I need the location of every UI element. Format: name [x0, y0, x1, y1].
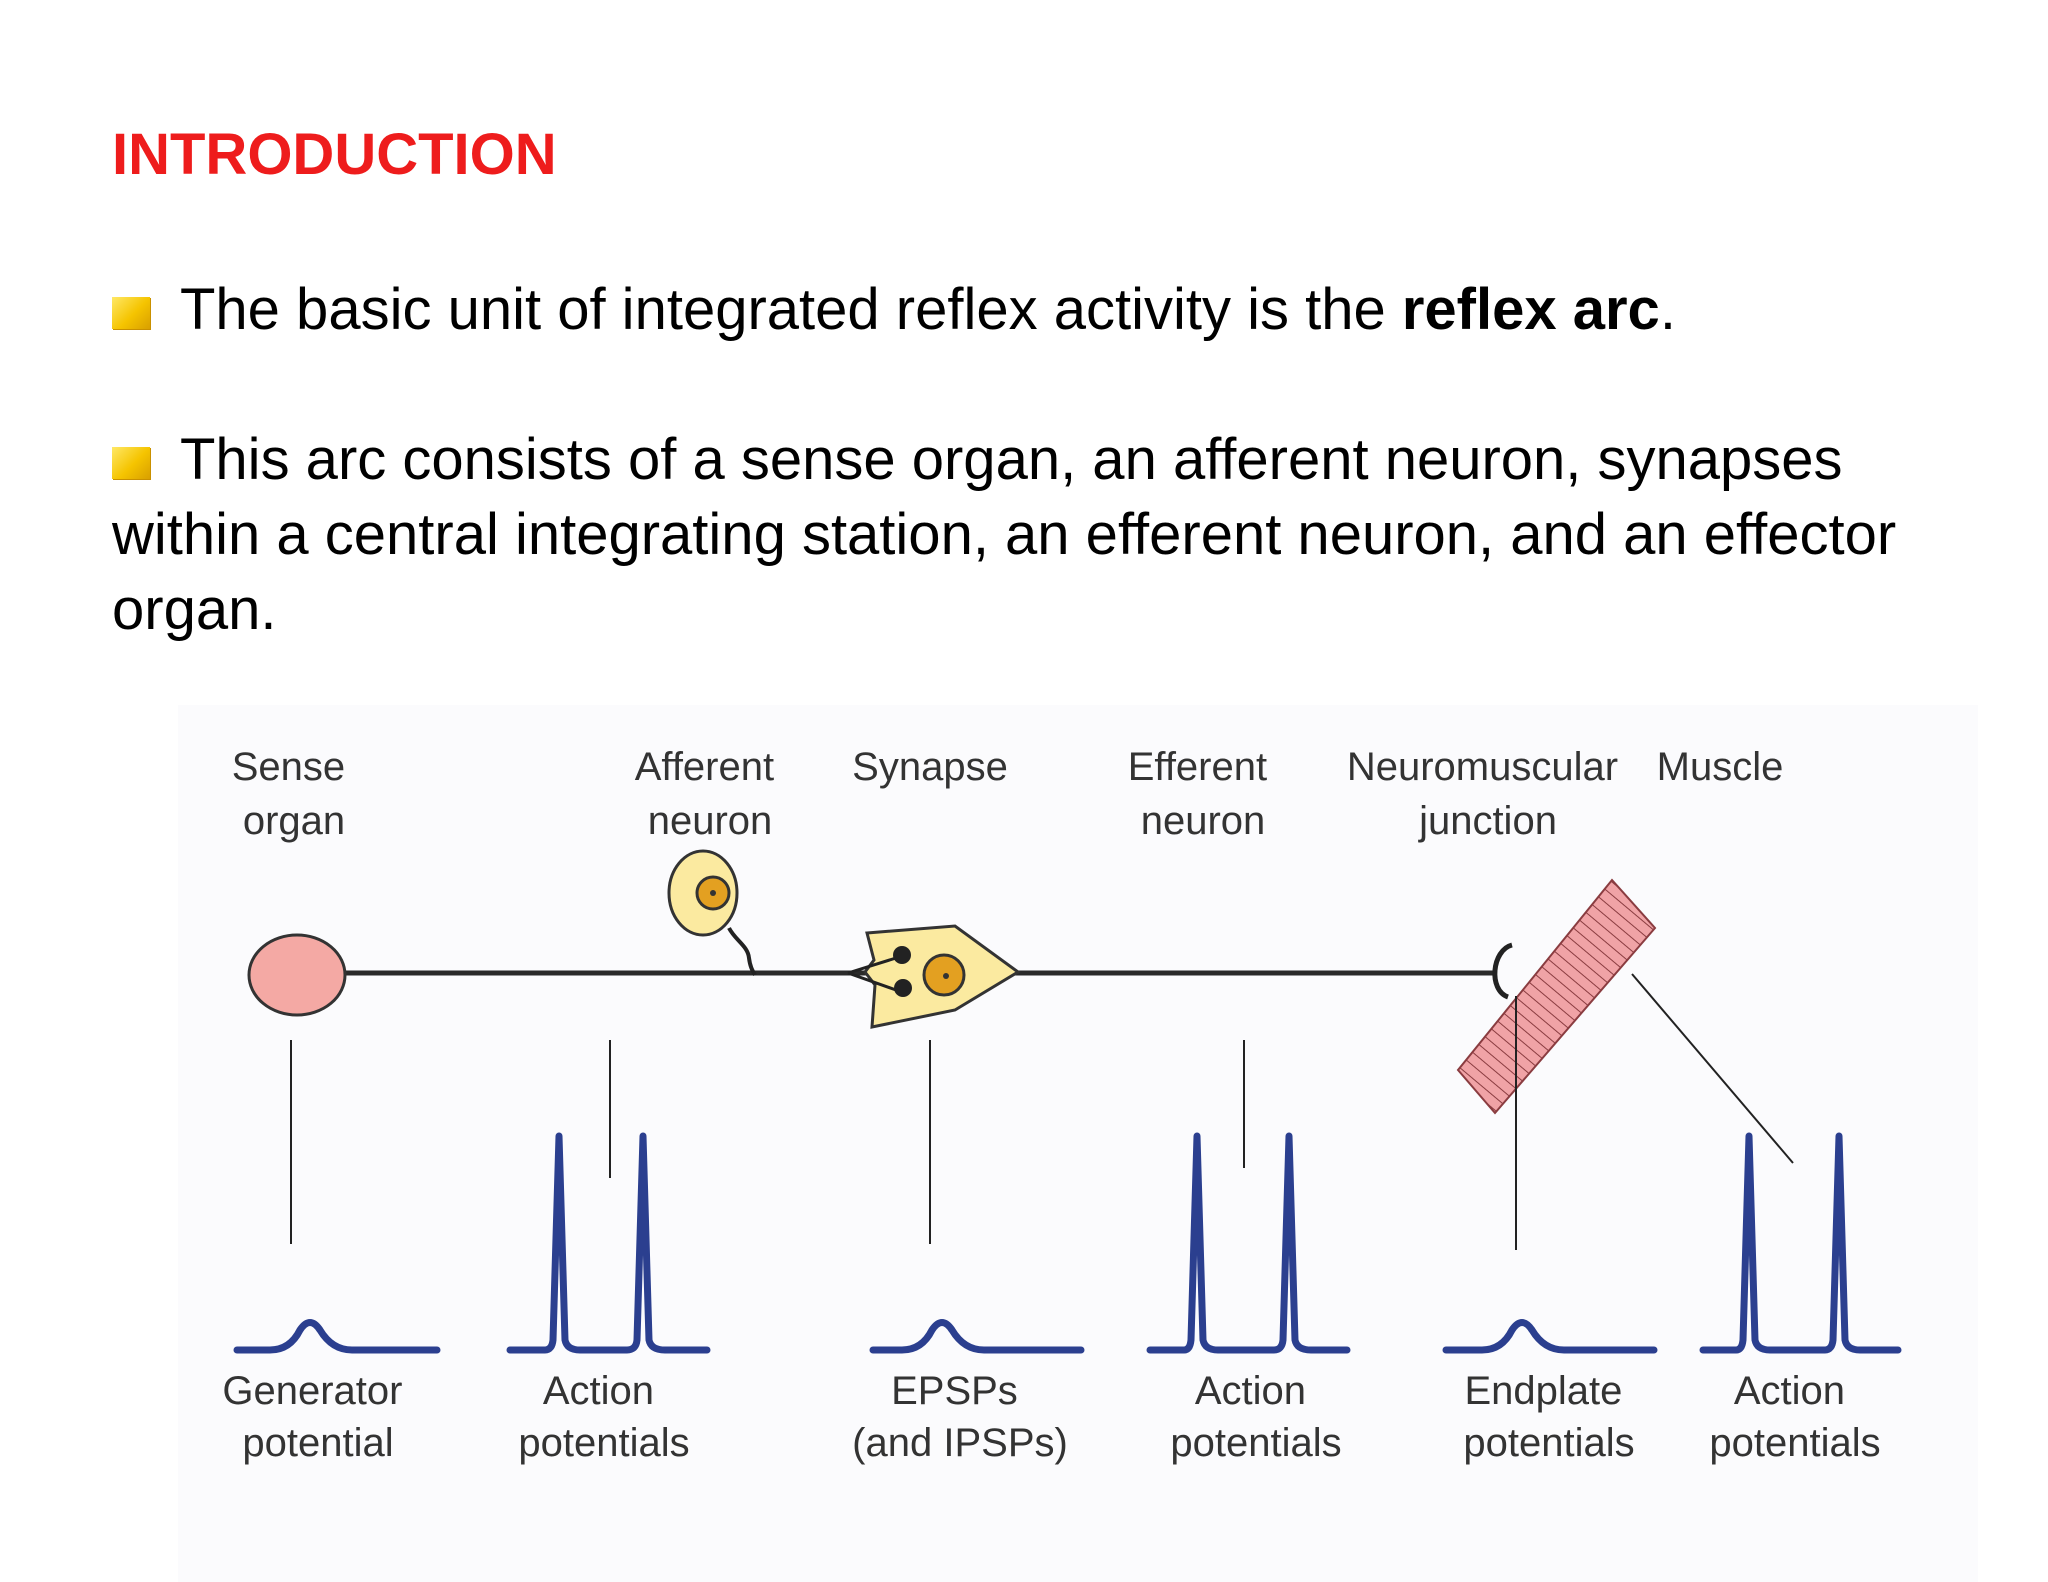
bullet-arc-components: This arc consists of a sense organ, an a… — [112, 422, 1972, 647]
potential-traces — [233, 1132, 1902, 1354]
trace-action-potentials-1 — [506, 1132, 711, 1354]
label-muscle: Muscle — [1657, 745, 1784, 789]
label-synapse: Synapse — [852, 745, 1008, 789]
trace-generator-potential — [233, 1319, 441, 1354]
label-epsps: EPSPs (and IPSPs) — [852, 1369, 1068, 1465]
muscle-shape — [1456, 878, 1657, 1115]
label-endplate-potentials: Endplate potentials — [1463, 1369, 1634, 1465]
bullet-reflex-arc: The basic unit of integrated reflex acti… — [112, 272, 1972, 347]
bullet-1-text-pre: The basic unit of integrated reflex acti… — [180, 277, 1402, 342]
trace-action-potentials-3 — [1699, 1132, 1902, 1354]
bullet-1-text-post: . — [1659, 277, 1676, 342]
nmj-terminal — [1492, 942, 1513, 1000]
reflex-arc-diagram-panel — [178, 705, 1978, 1582]
label-neuromuscular-junction: Neuromuscular junction — [1347, 745, 1629, 843]
bullet-square-icon — [112, 297, 150, 329]
pointer-lines — [290, 973, 1794, 1250]
label-action-potentials-3: Action potentials — [1709, 1369, 1880, 1465]
label-generator-potential: Generator potential — [222, 1369, 413, 1465]
bullet-square-icon — [112, 447, 150, 479]
trace-epsps — [869, 1319, 1085, 1354]
trace-endplate-potentials — [1442, 1319, 1658, 1354]
label-sense-organ: Sense organ — [232, 745, 357, 843]
bullet-2-text: This arc consists of a sense organ, an a… — [112, 427, 1897, 642]
slide-title: INTRODUCTION — [112, 122, 557, 187]
label-action-potentials-2: Action potentials — [1170, 1369, 1341, 1465]
synapse-neuron — [847, 924, 1021, 1029]
label-action-potentials-1: Action potentials — [518, 1369, 689, 1465]
label-efferent-neuron: Efferent neuron — [1128, 745, 1278, 843]
bullet-1-bold-term: reflex arc — [1401, 277, 1660, 342]
sense-organ-shape — [247, 933, 347, 1017]
afferent-cell-body — [667, 849, 757, 977]
label-afferent-neuron: Afferent neuron — [635, 745, 785, 843]
trace-action-potentials-2 — [1146, 1132, 1351, 1354]
